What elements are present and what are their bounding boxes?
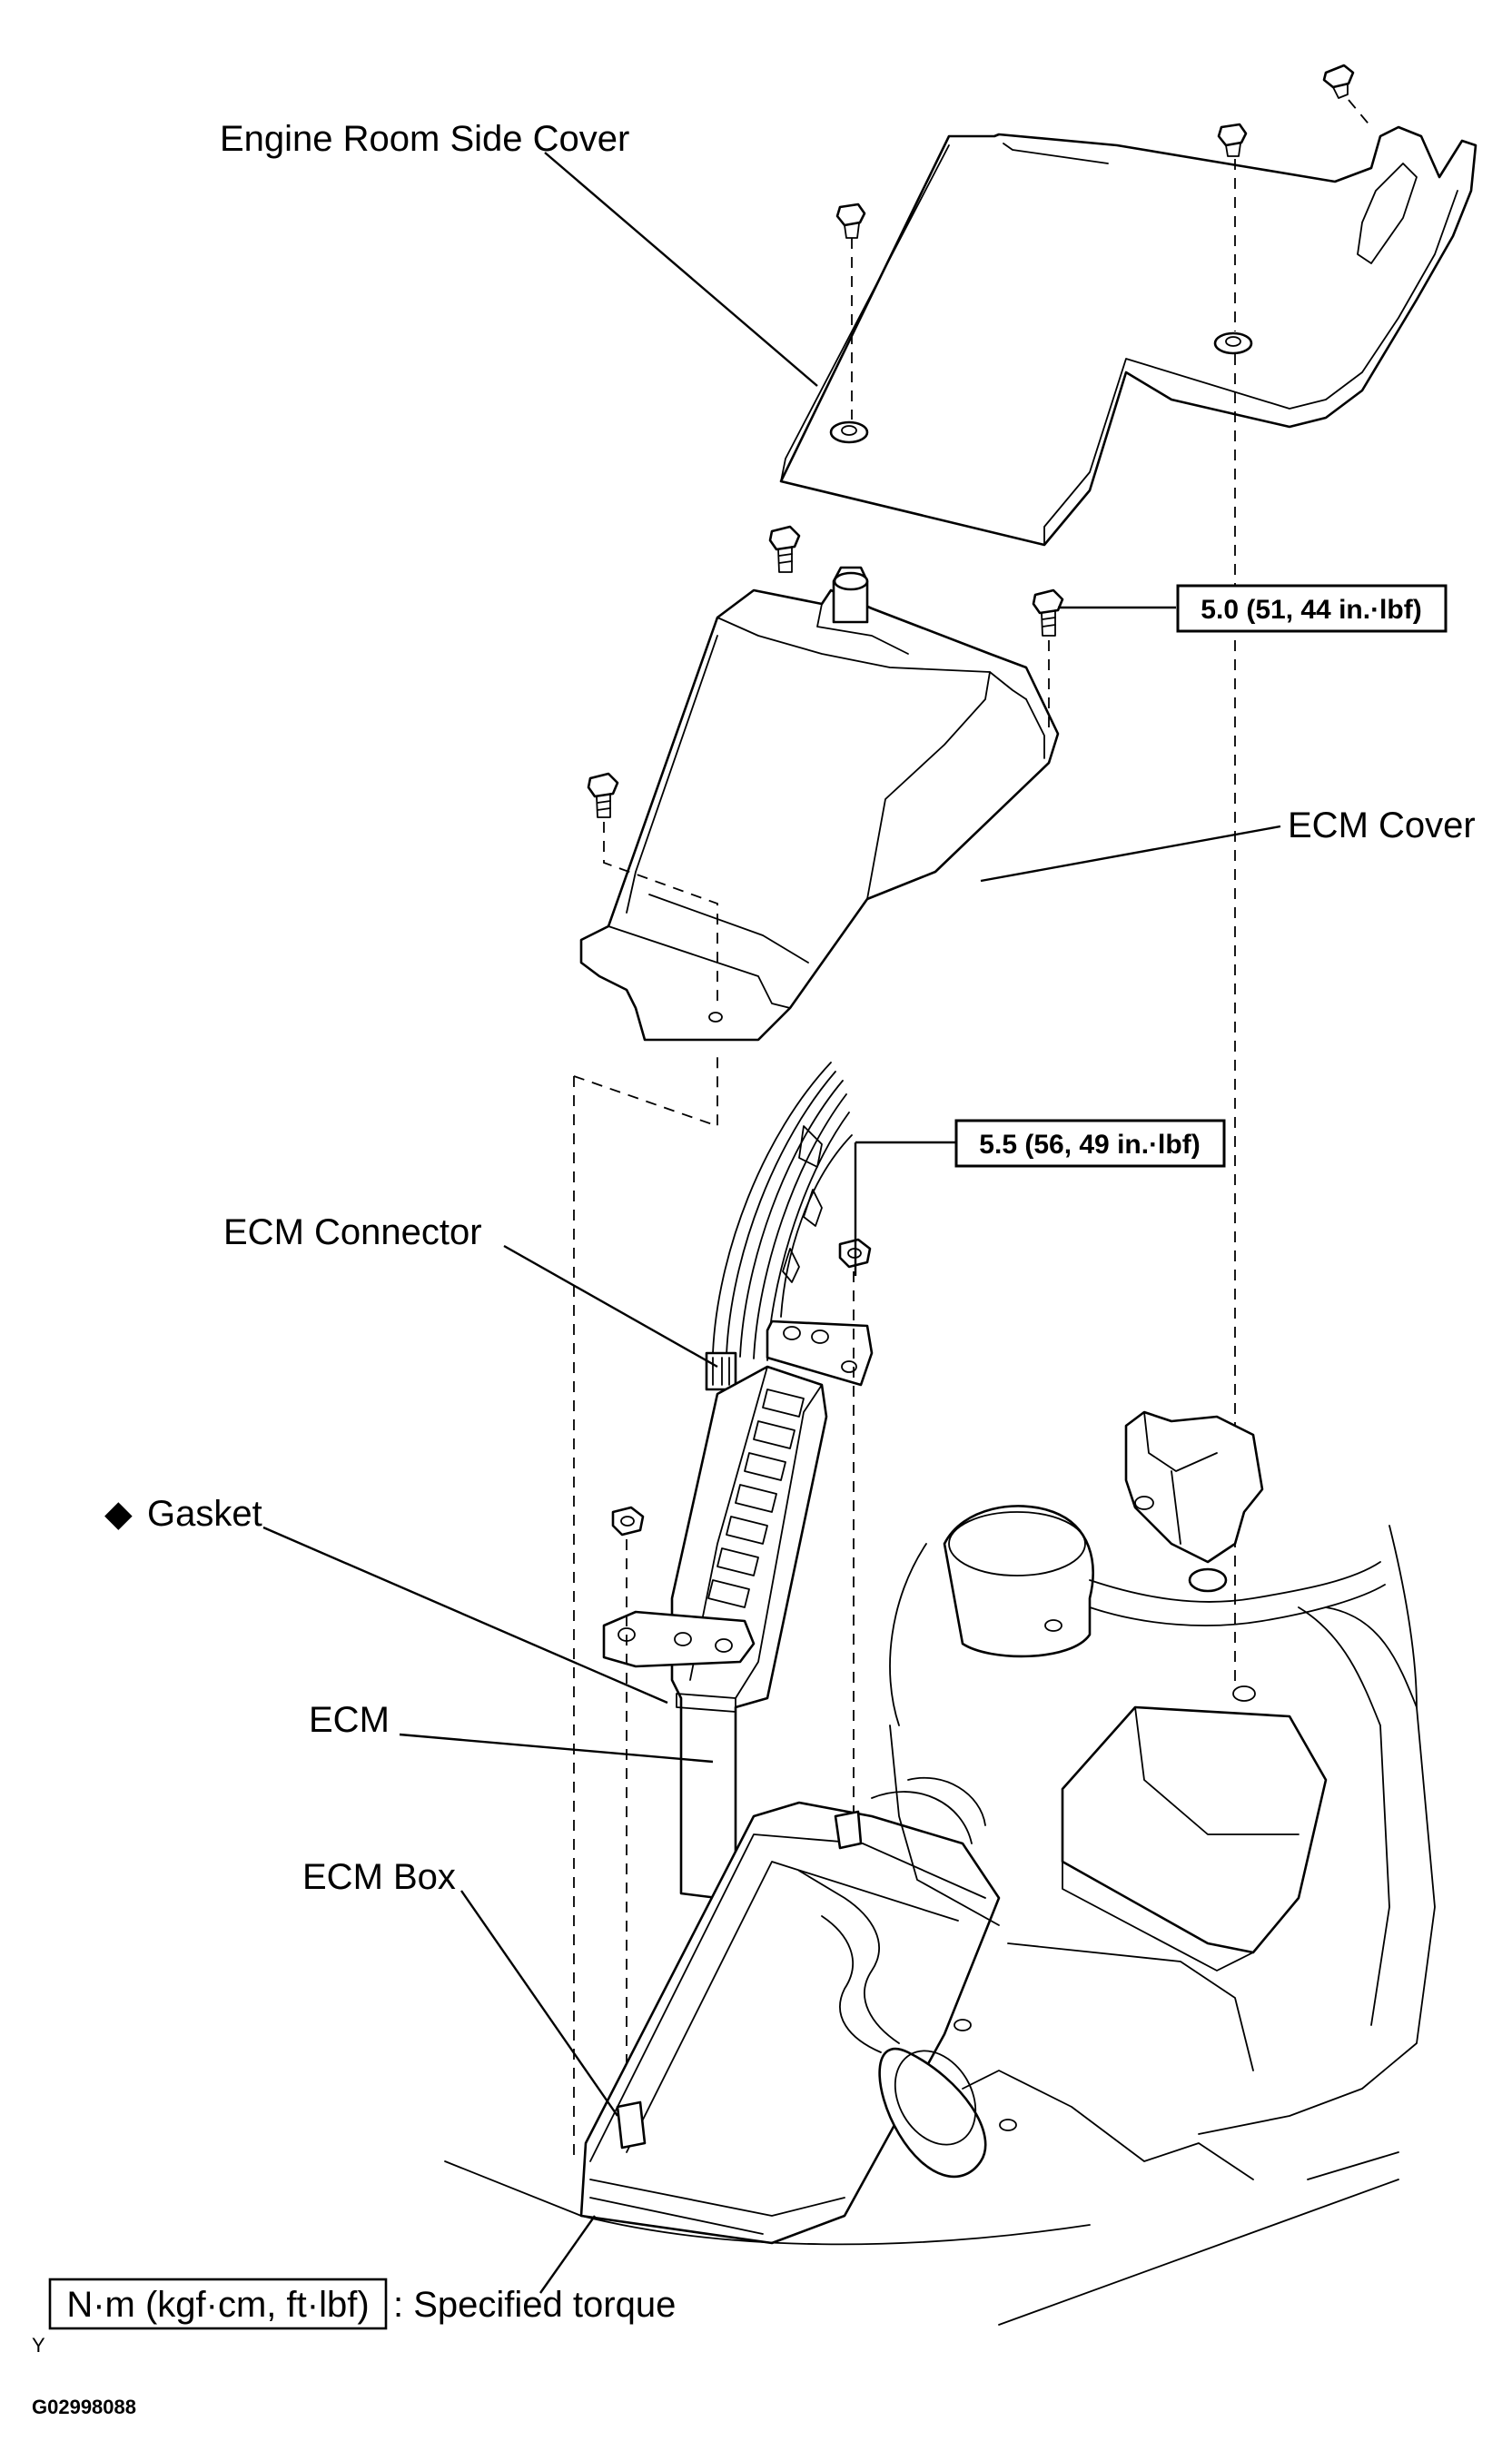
- clip-icon: [1322, 64, 1355, 99]
- bolt-icon: [1032, 588, 1064, 637]
- ecm-cover-label: ECM Cover: [1288, 805, 1476, 845]
- ecm-box-label: ECM Box: [302, 1857, 456, 1897]
- ecm-label: ECM: [309, 1700, 390, 1740]
- gasket-marker: ◆: [104, 1494, 133, 1534]
- ecm-drawing: [602, 1238, 874, 2080]
- engine-room-side-cover-label: Engine Room Side Cover: [220, 119, 629, 159]
- orientation-mark: Y: [32, 2334, 45, 2357]
- legend-description: : Specified torque: [393, 2285, 676, 2325]
- engine-room-side-cover-drawing: [779, 64, 1477, 547]
- legend-unit-box: [48, 2278, 388, 2330]
- gasket-label: Gasket: [147, 1494, 262, 1534]
- ecm-box-drawing: [579, 1776, 1001, 2245]
- clip-icon: [835, 203, 866, 239]
- bolt-icon: [587, 772, 619, 818]
- figure-code: G02998088: [32, 2396, 136, 2418]
- ecm-connector-label: ECM Connector: [223, 1212, 482, 1252]
- torque-box-ecm-cover: [1176, 584, 1448, 633]
- engine-bay-drawing: [444, 1410, 1436, 2326]
- nut-icon: [611, 1506, 645, 1537]
- torque-value-ecm-bracket: 5.5 (56, 49 in.·lbf): [979, 1130, 1200, 1160]
- leader-lines: [262, 152, 1281, 2294]
- clip-icon: [1217, 123, 1248, 157]
- ecm-cover-drawing: [573, 525, 1064, 2161]
- legend-unit-text: N·m (kgf·cm, ft·lbf): [66, 2285, 369, 2325]
- torque-box-ecm-bracket: [954, 1119, 1226, 1168]
- bolt-icon: [768, 525, 801, 573]
- torque-value-ecm-cover: 5.0 (51, 44 in.·lbf): [1201, 595, 1421, 625]
